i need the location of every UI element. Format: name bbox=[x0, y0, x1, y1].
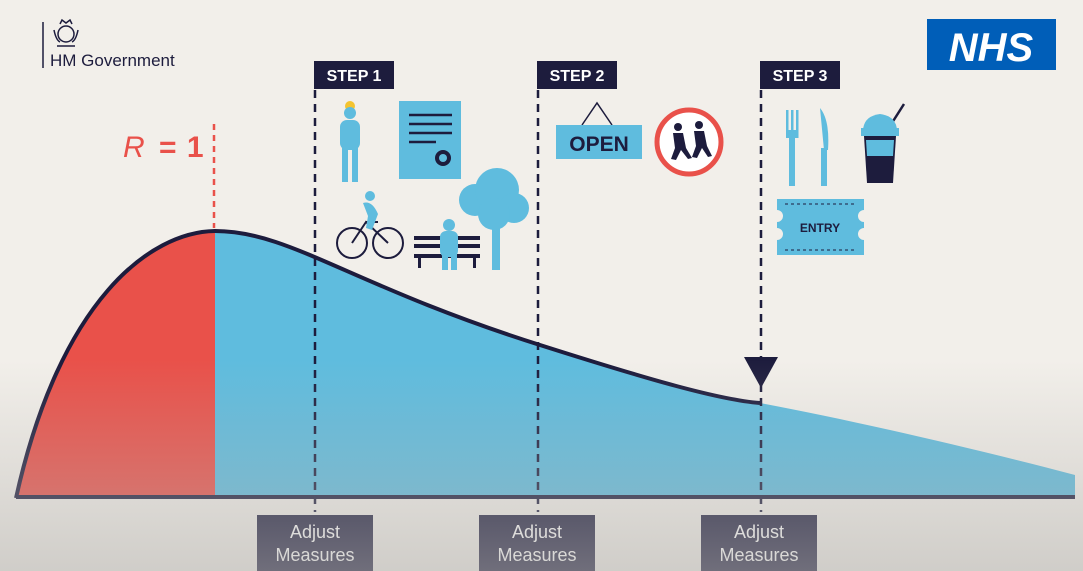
person-icon bbox=[340, 101, 360, 182]
step-label-1: STEP 1 bbox=[314, 61, 394, 89]
entry-ticket-text: ENTRY bbox=[800, 221, 840, 235]
svg-text:R = 1: R = 1 bbox=[123, 131, 204, 164]
step-2-text: STEP 2 bbox=[550, 68, 605, 85]
adjust-measures-label-3: Adjust Measures bbox=[701, 515, 817, 571]
step-label-3: STEP 3 bbox=[760, 61, 840, 89]
open-sign-icon: OPEN bbox=[556, 101, 642, 159]
nhs-logo: NHS bbox=[927, 19, 1056, 70]
step-1-text: STEP 1 bbox=[327, 68, 382, 85]
nhs-logo-text: NHS bbox=[949, 26, 1034, 70]
r-label-prefix: R bbox=[123, 131, 145, 164]
r-equals-one-marker: R = 1 bbox=[123, 124, 216, 228]
r-label-equals: = bbox=[159, 131, 177, 164]
r-label-value: 1 bbox=[187, 131, 204, 164]
open-sign-text: OPEN bbox=[569, 133, 629, 156]
adjust-measures-label-1: Adjust Measures bbox=[257, 515, 373, 571]
adjust-measures-3-line2: Measures bbox=[719, 545, 798, 565]
infection-curve bbox=[14, 228, 1075, 499]
certificate-icon bbox=[399, 101, 461, 179]
fork-icon bbox=[786, 110, 799, 186]
step-1-icons bbox=[336, 101, 529, 270]
tree-icon bbox=[459, 168, 529, 270]
adjust-measures-1-line1: Adjust bbox=[290, 522, 340, 542]
adjust-measures-3-line1: Adjust bbox=[734, 522, 784, 542]
adjust-measures-label-2: Adjust Measures bbox=[479, 515, 595, 571]
hm-government-logo: HM Government bbox=[42, 18, 175, 70]
cyclist-icon bbox=[336, 191, 404, 259]
step-3-text: STEP 3 bbox=[773, 68, 828, 85]
step-3-arrow-icon bbox=[744, 357, 778, 388]
knife-icon bbox=[820, 108, 829, 186]
adjust-measures-1-line2: Measures bbox=[275, 545, 354, 565]
park-bench-icon bbox=[414, 219, 480, 270]
step-3-icons: ENTRY bbox=[777, 103, 906, 255]
drink-cup-icon bbox=[861, 103, 906, 183]
step-label-2: STEP 2 bbox=[537, 61, 617, 89]
government-label: HM Government bbox=[50, 51, 175, 70]
royal-crest-icon bbox=[53, 18, 79, 47]
entry-ticket-icon: ENTRY bbox=[777, 199, 864, 255]
adjust-measures-2-line2: Measures bbox=[497, 545, 576, 565]
step-2-icons: OPEN bbox=[556, 101, 724, 177]
school-children-sign-icon bbox=[654, 107, 724, 177]
adjust-measures-2-line1: Adjust bbox=[512, 522, 562, 542]
